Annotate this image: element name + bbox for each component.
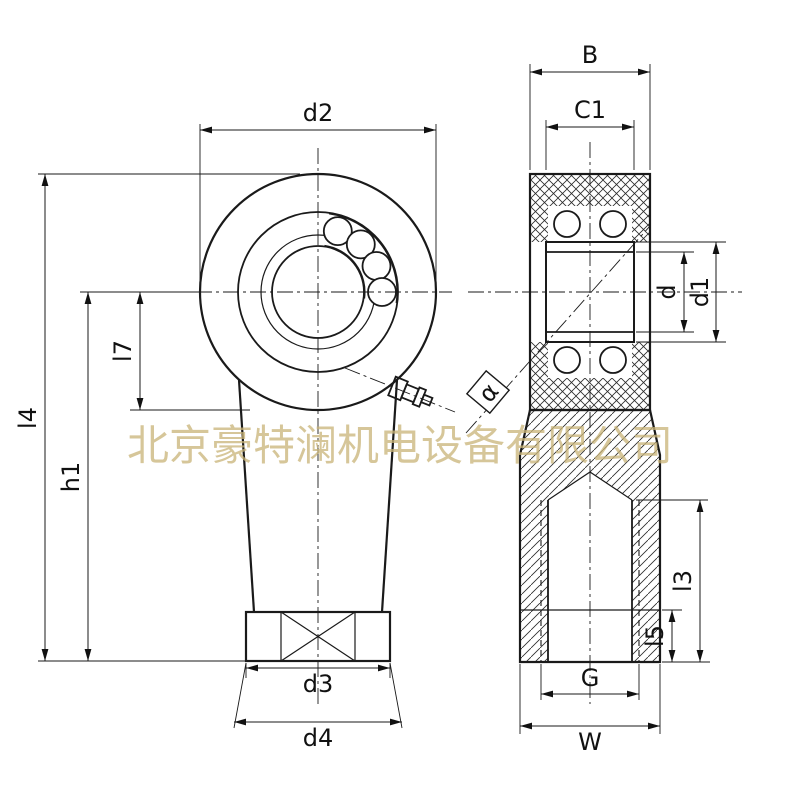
dim-label-b: B xyxy=(582,41,598,69)
dim-label-g: G xyxy=(581,664,600,692)
shank-right-edge xyxy=(380,379,399,613)
bearing-ball xyxy=(553,210,581,238)
bearing-ball xyxy=(599,210,627,238)
side-dimensions: B C1 d d1 l3 l5 G W xyxy=(519,41,726,756)
bearing-ball xyxy=(345,229,376,260)
dim-label-l7: l7 xyxy=(109,340,137,362)
dim-label-l5: l5 xyxy=(641,625,669,647)
bearing-ball xyxy=(553,346,581,374)
dim-label-d1: d1 xyxy=(686,277,714,308)
front-dimensions: d2 l7 h1 l4 d3 d4 xyxy=(14,99,437,752)
misalignment-axis-line xyxy=(465,225,651,434)
dim-label-c1: C1 xyxy=(574,96,606,124)
ball-window-edge xyxy=(324,213,398,304)
dim-label-l4: l4 xyxy=(14,407,42,429)
dim-label-l3: l3 xyxy=(669,570,697,592)
wall-hatch-right xyxy=(632,455,660,662)
watermark-text: 北京豪特澜机电设备有限公司 xyxy=(127,421,673,470)
extension-line xyxy=(636,241,726,343)
dim-label-w: W xyxy=(578,728,602,756)
dim-label-d4: d4 xyxy=(303,724,334,752)
wall-hatch-left xyxy=(520,455,548,662)
dim-label-d3: d3 xyxy=(303,670,334,698)
thread-major-lines xyxy=(540,500,640,662)
dim-label-h1: h1 xyxy=(57,462,85,492)
alpha-angle-marker: α xyxy=(465,369,511,415)
bearing-ball xyxy=(322,216,353,247)
dim-label-d2: d2 xyxy=(303,99,334,127)
extension-line xyxy=(529,64,651,170)
wrench-flat-marking xyxy=(280,611,356,662)
side-view: α xyxy=(465,142,742,704)
bearing-ball xyxy=(361,251,392,281)
shank-outline xyxy=(518,408,662,664)
nipple-axis-line xyxy=(344,367,456,413)
cap-hatch xyxy=(548,455,632,500)
dim-label-d: d xyxy=(653,284,681,299)
front-view xyxy=(196,148,456,706)
thread-minor-lines xyxy=(547,500,633,662)
shank-left-edge xyxy=(237,379,256,613)
bearing-ball xyxy=(599,346,627,374)
grease-nipple xyxy=(387,375,434,408)
extension-line xyxy=(233,662,403,729)
extension-line xyxy=(199,124,437,290)
extension-line xyxy=(519,664,661,734)
